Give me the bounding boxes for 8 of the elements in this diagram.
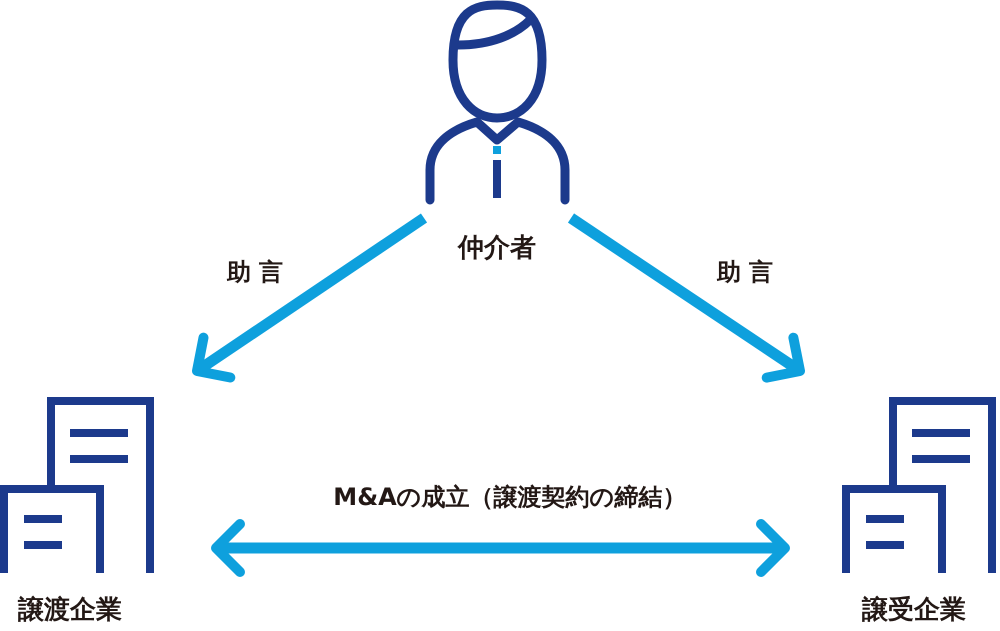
- node-label: 譲渡企業: [18, 595, 122, 625]
- arrow: [568, 213, 805, 383]
- node-label: 仲介者: [458, 233, 536, 263]
- edge-label: 助 言: [226, 258, 284, 286]
- edge-label: 助 言: [716, 258, 774, 286]
- node-label: 譲受企業: [862, 595, 966, 625]
- arrow: [192, 213, 428, 382]
- arrow: [211, 519, 790, 577]
